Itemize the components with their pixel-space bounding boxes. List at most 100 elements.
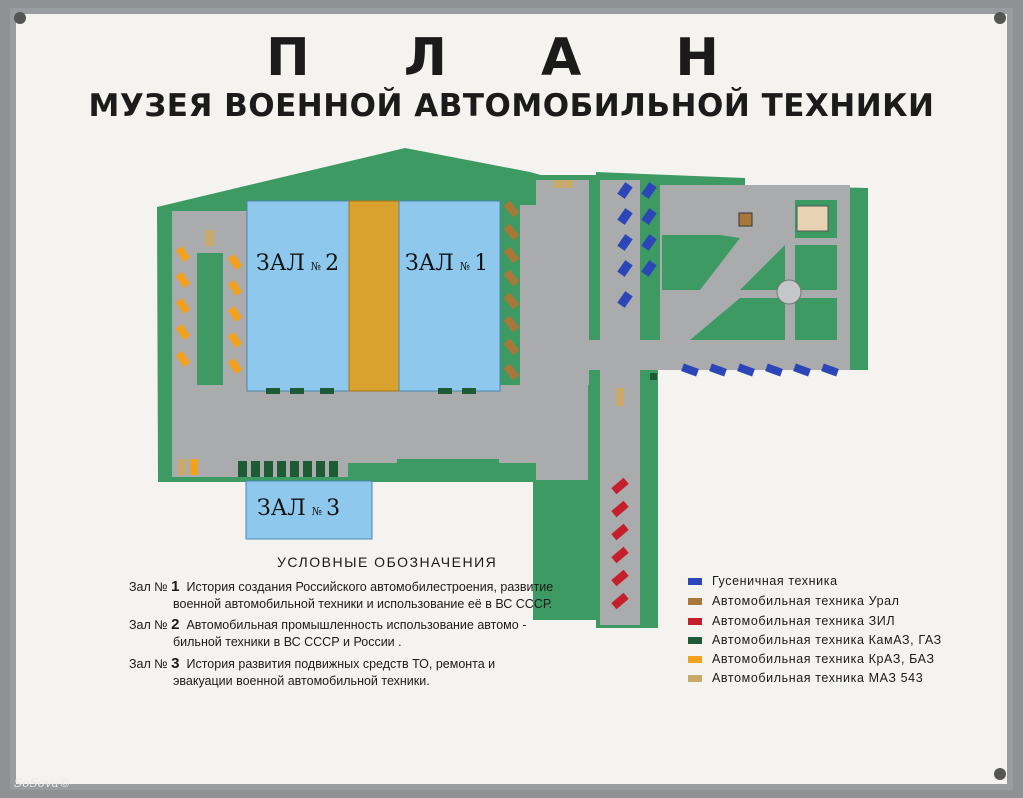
ural-vehicle-marker [503, 338, 520, 356]
green-divider [588, 385, 600, 480]
park-lawn-2 [795, 245, 837, 290]
kamaz-vehicle-marker [316, 461, 325, 477]
kraz-vehicle-marker [227, 253, 243, 271]
tracked-vehicle-marker [793, 363, 811, 377]
legend-entry-2-line1: Зал № 2 Автомобильная промышленность исп… [129, 616, 527, 633]
ural-vehicle-marker [503, 292, 520, 310]
tracked-vehicle-marker [641, 182, 657, 199]
zil-vehicle-marker [611, 592, 629, 610]
park-pavilion [796, 205, 829, 232]
kamaz-vehicle-marker [264, 461, 273, 477]
ural-vehicle-marker [503, 246, 520, 264]
legend-entry-3-line1: Зал № 3 История развития подвижных средс… [129, 655, 496, 672]
kamaz-vehicle-marker [277, 461, 286, 477]
kraz-vehicle-marker [227, 331, 243, 349]
kraz-vehicle-marker [227, 357, 243, 375]
kraz-vehicle-marker [175, 271, 191, 289]
tracked-vehicle-marker [641, 260, 657, 277]
hall-1-building [398, 200, 501, 392]
legend-entry-3-line2: эвакуации военной автомобильной техники. [173, 674, 430, 688]
kamaz-vehicle-marker [290, 461, 299, 477]
tracked-vehicle-marker [617, 234, 633, 251]
kamaz-vehicle-marker [303, 461, 312, 477]
ural-vehicle-marker [503, 363, 520, 381]
legend-entry-2-line2: бильной техники в ВС СССР и России . [173, 635, 402, 649]
tracked-vehicle-marker [641, 208, 657, 225]
key-swatch-icon [688, 618, 702, 626]
tracked-vehicle-marker [617, 291, 633, 308]
ural-vehicle-marker [503, 269, 520, 287]
pin-bottom-right [994, 768, 1006, 780]
atrium [348, 200, 400, 392]
park-fountain [776, 279, 802, 305]
zil-vehicle-marker [611, 546, 629, 564]
key-swatch-icon [688, 578, 702, 586]
ural-vehicle-marker [503, 315, 520, 333]
kraz-vehicle-marker [175, 245, 191, 263]
map-title: П Л А Н [266, 28, 757, 88]
tracked-vehicle-marker [709, 363, 727, 377]
zil-vehicle-marker [611, 477, 629, 495]
ural-vehicle-marker [503, 223, 520, 241]
gate-marker [266, 388, 280, 394]
gate-marker [438, 388, 452, 394]
kraz-vehicle-marker [175, 323, 191, 341]
park-lawn-1 [740, 245, 785, 290]
tracked-vehicle-marker [617, 182, 633, 199]
legend-entry-1-line1: Зал № 1 История создания Российского авт… [129, 578, 554, 595]
hall-3-building [245, 480, 373, 540]
tracked-vehicle-marker [681, 363, 699, 377]
kraz-vehicle-marker [227, 279, 243, 297]
kraz-vehicle-marker [227, 305, 243, 323]
watermark: SoSova© [14, 776, 71, 790]
legend-entry-1-line2: военной автомобильной техники и использо… [173, 597, 553, 611]
hall-2-building [246, 200, 350, 392]
legend-title: УСЛОВНЫЕ ОБОЗНАЧЕНИЯ [277, 554, 498, 570]
key-zil: Автомобильная техника ЗИЛ [688, 614, 895, 628]
road-west-inner [197, 253, 223, 385]
park-lawn-3 [690, 298, 785, 340]
kraz-vehicle-marker [190, 459, 198, 475]
park-lawn-6 [662, 235, 740, 290]
kamaz-vehicle-marker [329, 461, 338, 477]
kamaz-vehicle-marker [251, 461, 260, 477]
park-lawn-4 [795, 298, 837, 340]
maz-vehicle-marker [553, 180, 573, 188]
tracked-vehicle-marker [821, 363, 839, 377]
maz-vehicle-marker [178, 459, 186, 475]
zil-vehicle-marker [611, 500, 629, 518]
road-main-avenue [536, 180, 589, 480]
tracked-vehicle-marker [737, 363, 755, 377]
key-swatch-icon [688, 656, 702, 664]
kamaz-vehicle-marker [238, 461, 247, 477]
gate-marker [290, 388, 304, 394]
tracked-vehicle-marker [617, 208, 633, 225]
gate-marker [650, 373, 657, 380]
map-subtitle: МУЗЕЯ ВОЕННОЙ АВТОМОБИЛЬНОЙ ТЕХНИКИ [88, 88, 935, 124]
kraz-vehicle-marker [175, 350, 191, 368]
maz-vehicle-marker [616, 388, 624, 406]
kraz-vehicle-marker [175, 297, 191, 315]
green-strip-east [640, 380, 658, 625]
vehicle-markers [175, 180, 839, 610]
zil-vehicle-marker [611, 569, 629, 587]
gate-marker [462, 388, 476, 394]
key-maz-543: Автомобильная техника МАЗ 543 [688, 671, 923, 685]
zil-vehicle-marker [611, 523, 629, 541]
tracked-vehicle-marker [617, 260, 633, 277]
tracked-vehicle-marker [765, 363, 783, 377]
ural-vehicle-marker [503, 200, 520, 218]
key-swatch-icon [688, 675, 702, 683]
key-ural: Автомобильная техника Урал [688, 594, 900, 608]
pin-top-right [994, 12, 1006, 24]
gate-marker [320, 388, 334, 394]
key-swatch-icon [688, 637, 702, 645]
key-tracked: Гусеничная техника [688, 574, 838, 588]
pin-top-left [14, 12, 26, 24]
park-kiosk [738, 212, 753, 227]
tracked-vehicle-marker [641, 234, 657, 251]
